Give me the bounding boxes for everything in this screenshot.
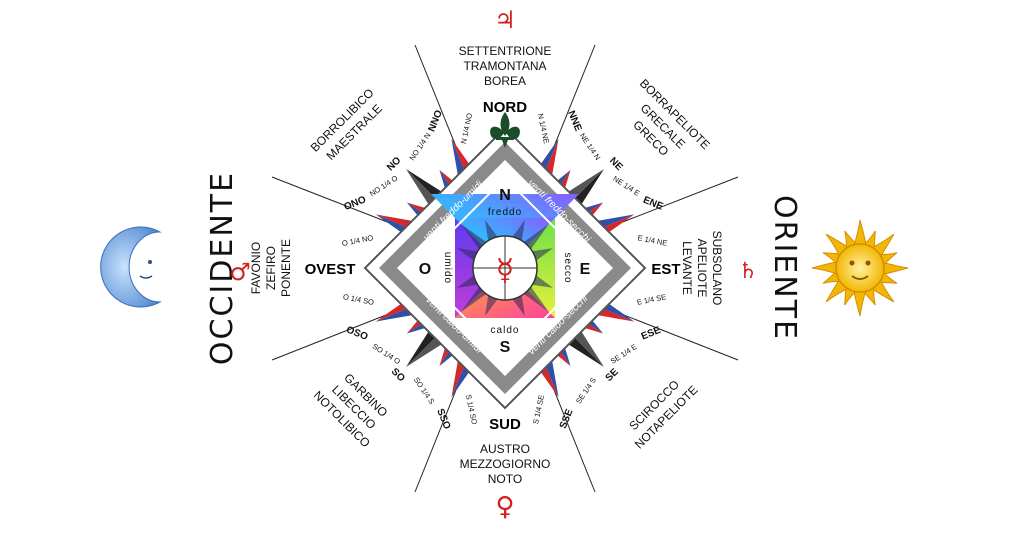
label-s-se: S 1/4 SE [531, 394, 546, 425]
wind-west-1: FAVONIO [249, 242, 263, 294]
ray-half-b [406, 169, 438, 208]
wind-east-3: LEVANTE [680, 241, 694, 295]
inner-ray [456, 275, 478, 288]
label-se-e: SE 1/4 E [609, 342, 639, 366]
saturn-icon: ♄ [738, 259, 758, 284]
inner-ray [485, 295, 498, 317]
label-so-s: SO 1/4 S [412, 375, 436, 405]
label-no-n: NO 1/4 N [407, 131, 432, 162]
inner-ray [524, 224, 549, 249]
ray-half-b [406, 335, 445, 367]
label-nno: NNO [426, 109, 445, 134]
label-ne: NE [607, 155, 625, 173]
label-n-ne: N 1/4 NE [536, 113, 551, 145]
mars-icon: ♂ [229, 258, 251, 286]
label-so: SO [389, 366, 407, 384]
inner-n-letter: N [499, 187, 511, 204]
venus-icon: ♀ [495, 492, 514, 522]
inner-ray [524, 287, 549, 312]
label-n-no: N 1/4 NO [459, 112, 474, 145]
wind-south-1: AUSTRO [480, 442, 530, 456]
label-sso: SSO [434, 407, 452, 431]
inner-ray [461, 224, 486, 249]
label-oso: OSO [345, 324, 370, 343]
wind-north-2: TRAMONTANA [463, 59, 546, 73]
cardinal-west: OVEST [305, 261, 356, 278]
wind-west-2: ZEFIRO [264, 246, 278, 290]
inner-e-word: secco [562, 252, 573, 283]
label-nne: NNE [565, 109, 583, 133]
ray-half-a [565, 335, 604, 367]
oriente-title: ORIENTE [767, 195, 802, 341]
sun-icon [811, 219, 909, 317]
mercury-icon: ☿ [496, 253, 514, 288]
cardinal-east: EST [651, 261, 680, 278]
ray-half-a [406, 169, 445, 201]
ray-half-b [565, 169, 604, 201]
wind-east-1: SUBSOLANO [710, 231, 724, 306]
wind-north-1: SETTENTRIONE [459, 44, 552, 58]
fleur-de-lis-icon [490, 112, 520, 148]
label-e-ne: E 1/4 NE [637, 233, 668, 248]
inner-ray [512, 295, 525, 317]
inner-rays [456, 219, 554, 317]
inner-ray [485, 219, 498, 241]
inner-ray [532, 248, 554, 261]
label-ne-n: NE 1/4 N [578, 131, 602, 161]
wind-west-3: PONENTE [279, 239, 293, 297]
inner-o-letter: O [419, 261, 431, 278]
inner-ray [456, 248, 478, 261]
label-o-no: O 1/4 NO [341, 233, 374, 248]
label-se: SE [604, 366, 621, 383]
wind-south-2: MEZZOGIORNO [460, 457, 551, 471]
jupiter-icon: ♃ [494, 6, 516, 34]
inner-ray [512, 219, 525, 241]
label-ese: ESE [640, 325, 663, 343]
label-sse: SSE [558, 407, 576, 430]
wind-south-3: NOTO [488, 472, 522, 486]
ray-half-a [406, 328, 438, 367]
label-no-o: NO 1/4 O [368, 173, 400, 198]
label-o-so: O 1/4 SO [342, 292, 375, 307]
ray-half-a [572, 169, 604, 208]
sun-ray [852, 219, 868, 249]
inner-n-word: freddo [488, 207, 522, 218]
inner-s-word: caldo [491, 325, 520, 336]
inner-s-letter: S [500, 339, 511, 356]
inner-e-letter: E [580, 261, 591, 278]
label-no: NO [385, 155, 404, 174]
label-so-o: SO 1/4 O [371, 342, 402, 367]
crescent-moon-icon [100, 226, 161, 308]
wind-north-3: BOREA [484, 74, 526, 88]
cardinal-south: SUD [489, 416, 521, 433]
label-se-s: SE 1/4 S [574, 376, 598, 406]
inner-ray [532, 275, 554, 288]
occidente-title: OCCIDENTE [205, 171, 240, 365]
label-ono: ONO [342, 194, 367, 213]
label-s-so: S 1/4 SO [464, 394, 479, 426]
inner-ray [461, 287, 486, 312]
inner-o-word: umido [442, 252, 453, 284]
label-ne-e: NE 1/4 E [611, 174, 641, 198]
label-e-se: E 1/4 SE [636, 292, 667, 306]
sun-ray [852, 287, 868, 317]
wind-east-2: APELIOTE [695, 239, 709, 298]
ray-half-b [572, 328, 604, 367]
cardinal-north: NORD [483, 99, 527, 116]
inner-diamond-outline [413, 176, 597, 360]
sun-ray [811, 260, 841, 276]
